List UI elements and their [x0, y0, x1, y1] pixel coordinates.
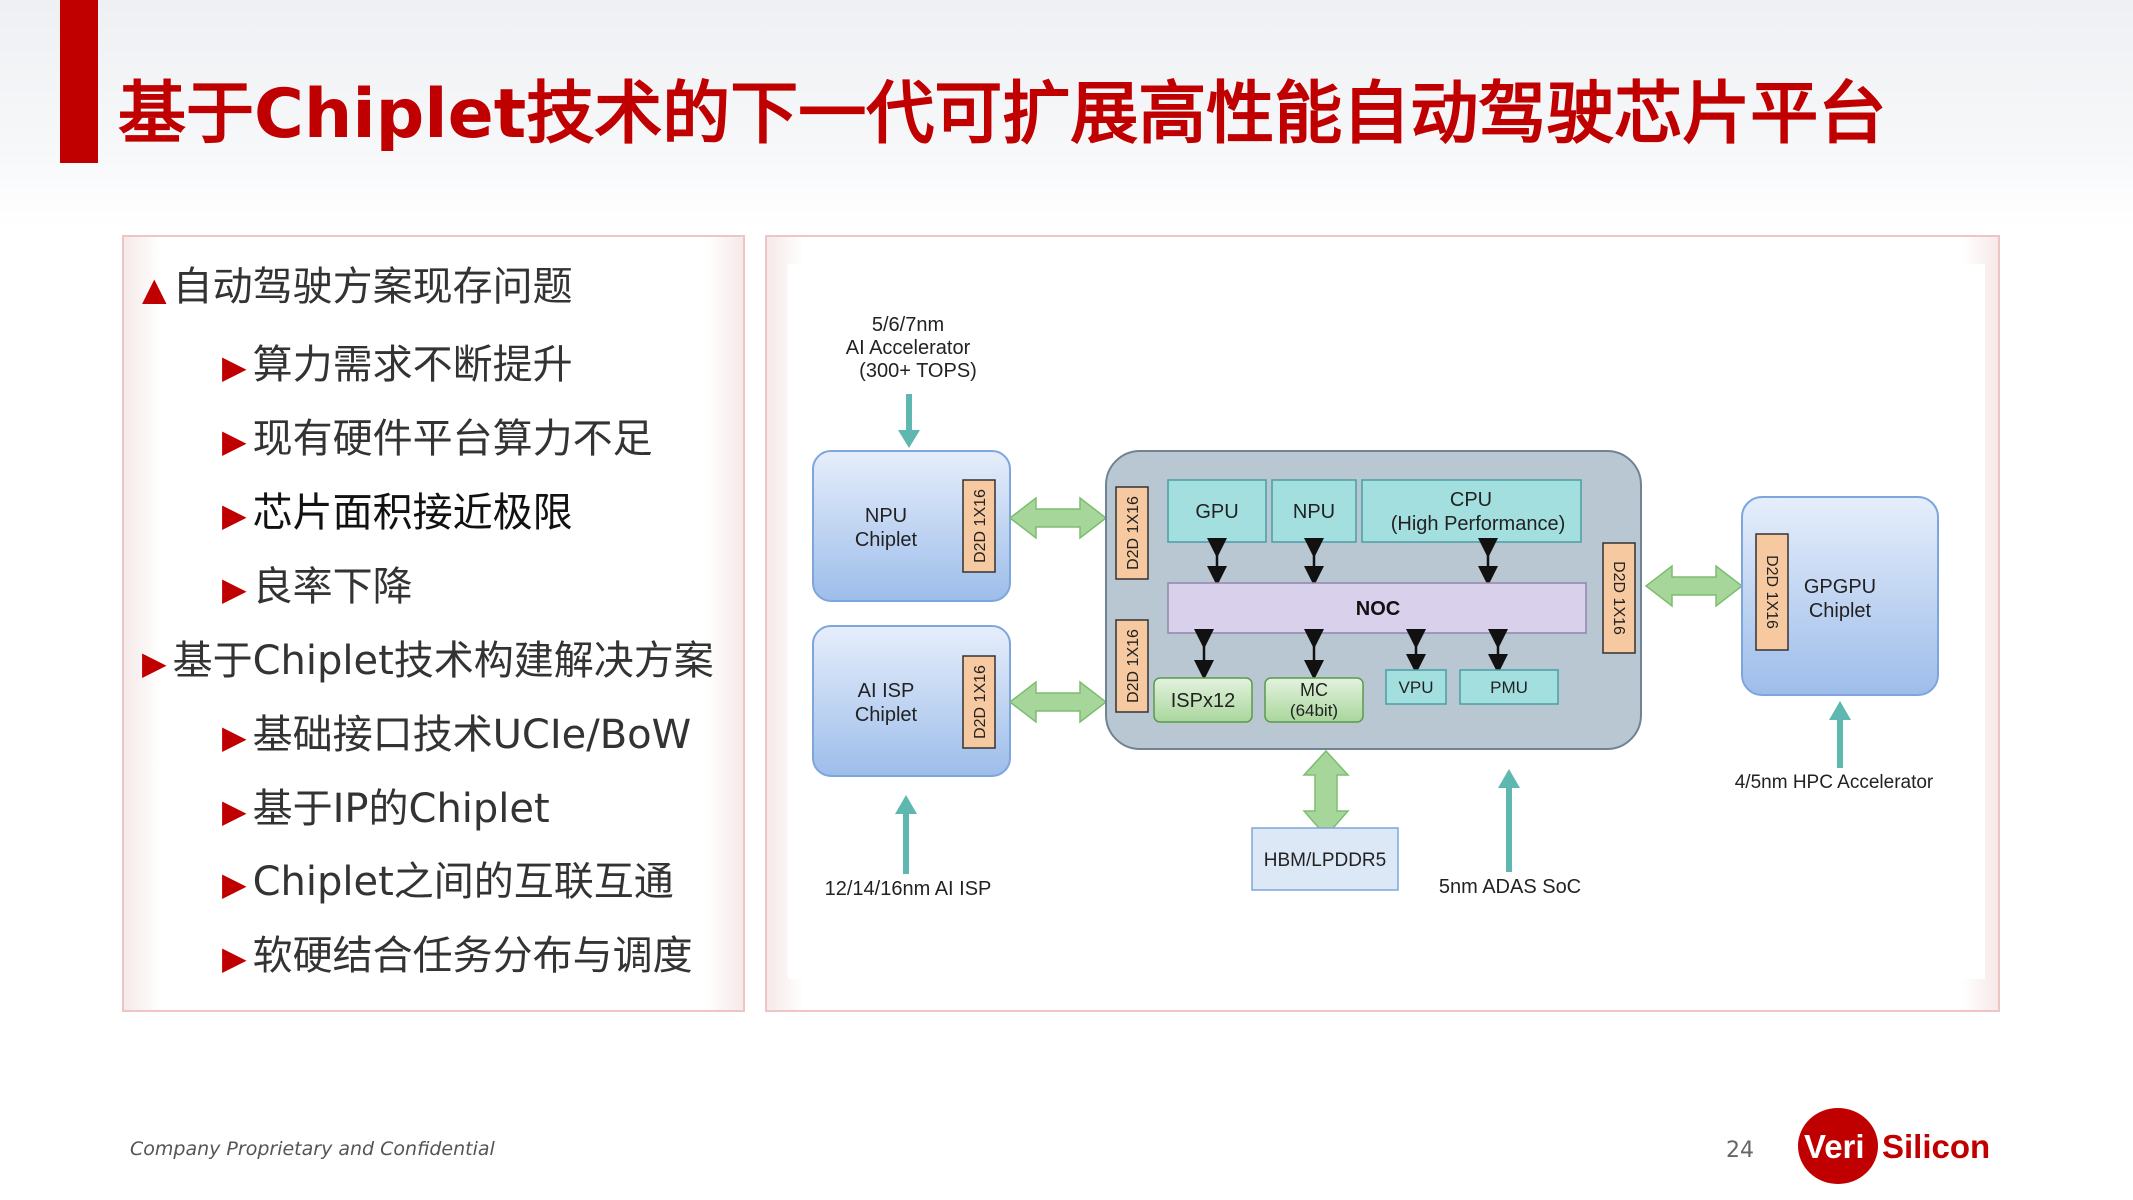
- mc-label: MC: [1300, 680, 1328, 700]
- gpgpu-chiplet-block: D2D 1X16 GPGPU Chiplet: [1741, 496, 1939, 696]
- outline-item-8: ▶基于IP的Chiplet: [222, 784, 550, 836]
- page-number: 24: [1726, 1138, 1754, 1163]
- triangle-right-icon: ▶: [222, 792, 247, 830]
- gpgpu-chiplet-label-1: GPGPU: [1804, 576, 1876, 598]
- architecture-diagram: 5/6/7nm AI Accelerator (300+ TOPS) NPU C…: [788, 264, 1985, 979]
- outline-text: 自动驾驶方案现存问题: [172, 264, 573, 310]
- outline-item-3: ▶现有硬件平台算力不足: [222, 414, 653, 466]
- hpc-accelerator-label: 4/5nm HPC Accelerator: [1735, 772, 1934, 793]
- triangle-up-icon: ▲: [142, 270, 167, 308]
- link-arrow-icon: [1008, 680, 1108, 724]
- cpu-label: CPU: [1450, 489, 1492, 511]
- bus-connector: [1207, 538, 1498, 586]
- outline-item-9: ▶Chiplet之间的互联互通: [222, 857, 674, 909]
- outline-item-5: ▶良率下降: [222, 562, 413, 614]
- hbm-label: HBM/LPDDR5: [1264, 850, 1386, 871]
- outline-text: 软硬结合任务分布与调度: [252, 933, 693, 979]
- arrow-up-icon: [1498, 769, 1520, 872]
- logo-text-veri: Veri: [1804, 1128, 1865, 1165]
- title-accent-bar: [60, 0, 98, 163]
- triangle-right-icon: ▶: [142, 644, 167, 682]
- outline-panel: [122, 235, 745, 1012]
- ai-accelerator-label-3: (300+ TOPS): [859, 360, 977, 382]
- logo-text-silicon: Silicon: [1882, 1128, 1990, 1165]
- npu-chiplet-block: NPU Chiplet D2D 1X16: [812, 450, 1011, 602]
- outline-text: 基础接口技术UCIe/BoW: [252, 712, 692, 758]
- triangle-right-icon: ▶: [222, 496, 247, 534]
- pmu-label: PMU: [1490, 678, 1528, 697]
- gpgpu-chiplet-label-2: Chiplet: [1809, 600, 1872, 622]
- triangle-right-icon: ▶: [222, 570, 247, 608]
- arrow-up-icon: [895, 795, 917, 874]
- outline-text: 算力需求不断提升: [252, 342, 573, 388]
- isp-chiplet-label-1: AI ISP: [858, 680, 915, 702]
- isp-node-label: 12/14/16nm AI ISP: [825, 878, 992, 900]
- outline-text: 芯片面积接近极限: [252, 490, 573, 536]
- outline-item-4: ▶芯片面积接近极限: [222, 488, 573, 540]
- noc-block: NOC: [1167, 582, 1587, 634]
- npu-chiplet-label-1: NPU: [865, 505, 907, 527]
- pmu-block: PMU: [1459, 669, 1559, 705]
- outline-item-6: ▶基于Chiplet技术构建解决方案: [142, 636, 714, 688]
- d2d-label: D2D 1X16: [1610, 561, 1627, 635]
- mc-sublabel: (64bit): [1290, 701, 1338, 720]
- npu-block: NPU: [1271, 479, 1357, 543]
- outline-item-1: ▲自动驾驶方案现存问题: [142, 262, 573, 314]
- npu-chiplet-label-2: Chiplet: [855, 529, 918, 551]
- page-title: 基于Chiplet技术的下一代可扩展高性能自动驾驶芯片平台: [118, 75, 1887, 154]
- bus-connector: [1194, 629, 1508, 680]
- link-arrow-icon: [1008, 496, 1108, 540]
- d2d-port: D2D 1X16: [1115, 619, 1149, 713]
- ai-isp-chiplet-block: AI ISP Chiplet D2D 1X16: [812, 625, 1011, 777]
- link-arrow-icon: [1302, 749, 1350, 838]
- arrow-up-icon: [1829, 701, 1851, 768]
- outline-text: 基于IP的Chiplet: [252, 786, 550, 832]
- gpu-label: GPU: [1195, 501, 1238, 523]
- confidentiality-note: Company Proprietary and Confidential: [130, 1138, 495, 1160]
- ispx12-block: ISPx12: [1153, 677, 1253, 723]
- outline-text: 基于Chiplet技术构建解决方案: [172, 638, 714, 684]
- diagram-svg: 5/6/7nm AI Accelerator (300+ TOPS) NPU C…: [812, 314, 1939, 900]
- adas-soc-label: 5nm ADAS SoC: [1439, 876, 1581, 898]
- d2d-port: D2D 1X16: [1115, 486, 1149, 580]
- triangle-right-icon: ▶: [222, 718, 247, 756]
- d2d-label: D2D 1X16: [972, 489, 989, 563]
- d2d-label: D2D 1X16: [972, 665, 989, 739]
- triangle-right-icon: ▶: [222, 422, 247, 460]
- vpu-label: VPU: [1399, 678, 1434, 697]
- ispx12-label: ISPx12: [1171, 690, 1235, 712]
- noc-label: NOC: [1356, 598, 1400, 620]
- arrow-down-icon: [898, 394, 920, 448]
- d2d-port: D2D 1X16: [1602, 542, 1636, 654]
- outline-item-7: ▶基础接口技术UCIe/BoW: [222, 710, 691, 762]
- outline-item-10: ▶软硬结合任务分布与调度: [222, 931, 693, 983]
- ai-accelerator-label-2: AI Accelerator: [846, 337, 971, 359]
- cpu-sublabel: (High Performance): [1391, 513, 1566, 535]
- isp-chiplet-label-2: Chiplet: [855, 704, 918, 726]
- triangle-right-icon: ▶: [222, 865, 247, 903]
- outline-text: 良率下降: [252, 564, 413, 610]
- d2d-label: D2D 1X16: [1763, 555, 1780, 629]
- gpu-block: GPU: [1167, 479, 1267, 543]
- vpu-block: VPU: [1385, 669, 1447, 705]
- d2d-label: D2D 1X16: [1125, 496, 1142, 570]
- npu-label: NPU: [1293, 501, 1335, 523]
- hbm-block: HBM/LPDDR5: [1251, 827, 1399, 891]
- triangle-right-icon: ▶: [222, 939, 247, 977]
- verisilicon-logo: Veri Silicon: [1798, 1108, 1990, 1184]
- mc-block: MC (64bit): [1264, 677, 1364, 723]
- outline-text: 现有硬件平台算力不足: [252, 416, 653, 462]
- cpu-block: CPU (High Performance): [1361, 479, 1582, 543]
- link-arrow-icon: [1644, 564, 1744, 608]
- triangle-right-icon: ▶: [222, 348, 247, 386]
- d2d-label: D2D 1X16: [1125, 629, 1142, 703]
- title-band: [0, 0, 2133, 230]
- ai-accelerator-label-1: 5/6/7nm: [872, 314, 944, 336]
- outline-item-2: ▶算力需求不断提升: [222, 340, 573, 392]
- outline-text: Chiplet之间的互联互通: [252, 859, 674, 905]
